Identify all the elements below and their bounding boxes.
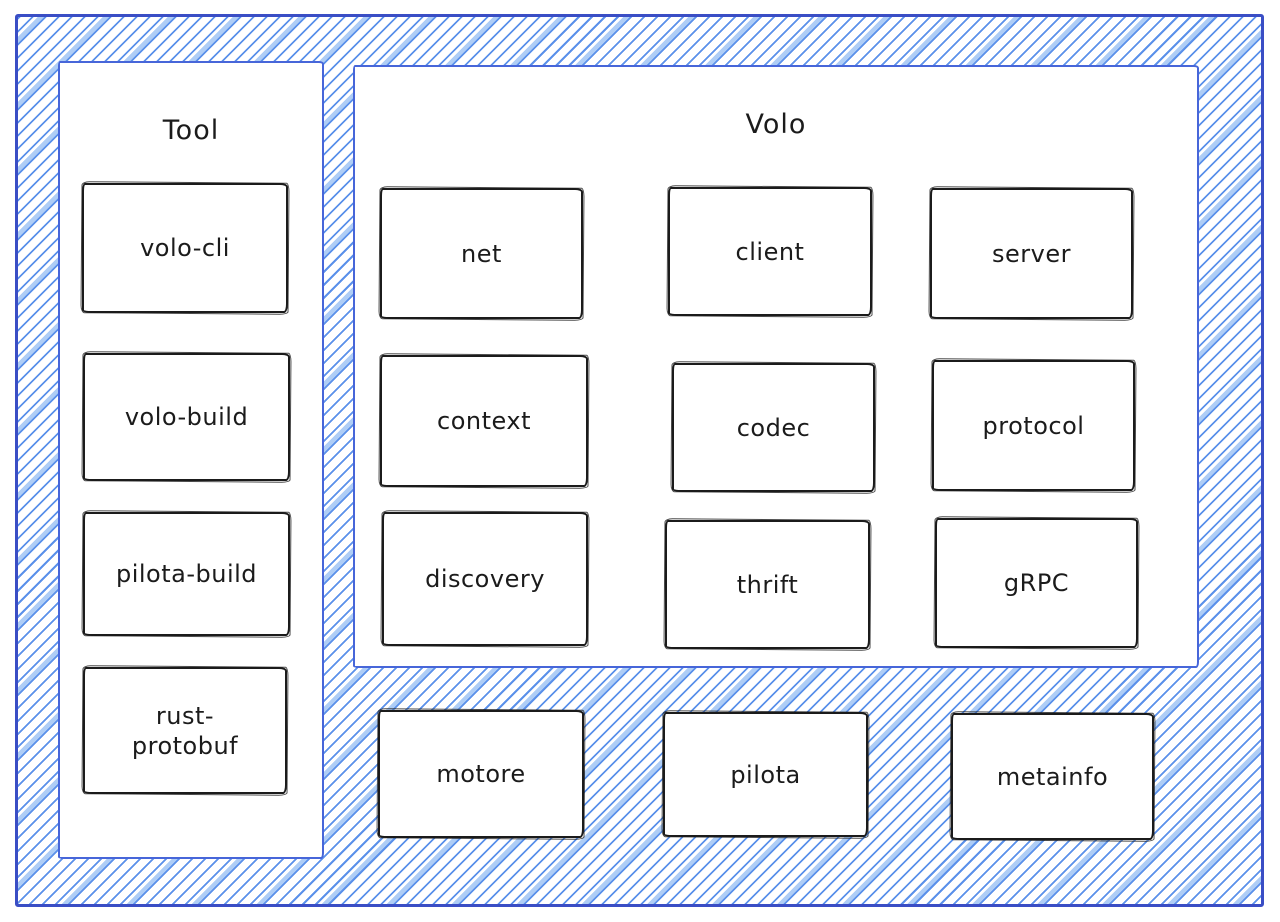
volo-panel-title: Volo <box>745 109 807 140</box>
box-label: protocol <box>982 411 1085 440</box>
box-discovery: discovery <box>382 512 588 646</box>
box-net: net <box>380 188 583 319</box>
box-server: server <box>930 188 1133 319</box>
box-client: client <box>668 187 872 316</box>
box-codec: codec <box>672 363 875 492</box>
box-label: codec <box>736 413 811 442</box>
box-label: metainfo <box>996 762 1109 791</box>
box-label: pilota-build <box>115 560 258 588</box>
box-metainfo: metainfo <box>951 713 1154 840</box>
box-context: context <box>380 355 588 487</box>
box-label: rust-protobuf <box>131 701 239 760</box>
box-pilota-build: pilota-build <box>83 512 290 636</box>
box-rust-protobuf: rust-protobuf <box>83 667 287 794</box>
box-thrift: thrift <box>665 520 870 649</box>
box-label: context <box>437 407 531 435</box>
box-label: gRPC <box>1003 569 1070 597</box>
box-volo-build: volo-build <box>83 353 290 481</box>
box-grpc: gRPC <box>935 518 1138 648</box>
box-pilota: pilota <box>663 712 868 837</box>
box-label: volo-build <box>124 403 249 431</box>
box-motore: motore <box>378 710 584 838</box>
box-label: pilota <box>730 760 801 789</box>
box-label: volo-cli <box>140 234 230 262</box>
box-label: discovery <box>425 565 545 593</box>
box-label: net <box>461 239 502 268</box>
box-volo-cli: volo-cli <box>82 183 288 313</box>
box-label: motore <box>436 760 526 788</box>
box-label: client <box>735 237 805 266</box>
tool-panel-title: Tool <box>162 115 220 146</box>
box-label: server <box>992 239 1071 268</box>
box-label: thrift <box>736 570 799 599</box>
box-protocol: protocol <box>932 360 1135 491</box>
